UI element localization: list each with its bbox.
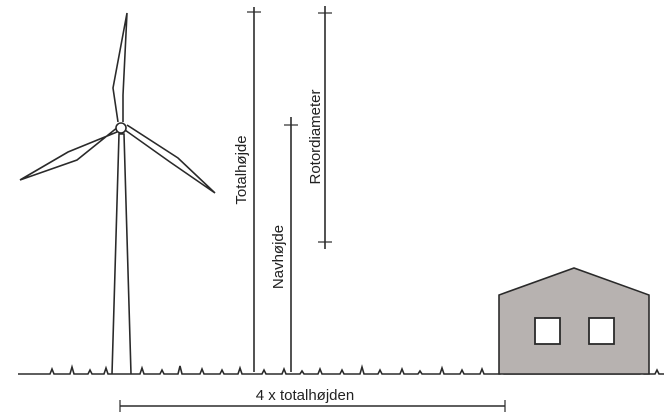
wind-turbine-icon	[19, 12, 216, 375]
turbine-blade-left	[19, 126, 119, 181]
hub-height-marker	[284, 117, 298, 372]
distance-label: 4 x totalhøjden	[256, 387, 354, 404]
turbine-blade-right	[124, 124, 216, 194]
distance-marker	[119, 400, 506, 412]
house-window-right	[588, 317, 615, 345]
house-icon	[498, 267, 650, 375]
ground-line	[18, 364, 664, 375]
rotor-diameter-marker	[318, 6, 332, 249]
rotor-diameter-label: Rotordiameter	[307, 89, 324, 184]
house-body	[498, 267, 650, 375]
turbine-hub	[115, 122, 127, 134]
house-window-left	[534, 317, 561, 345]
total-height-marker	[247, 7, 261, 372]
total-height-label: Totalhøjde	[233, 135, 250, 204]
turbine-tower	[111, 133, 132, 375]
hub-height-label: Navhøjde	[270, 225, 287, 289]
turbine-blade-up	[112, 12, 128, 123]
